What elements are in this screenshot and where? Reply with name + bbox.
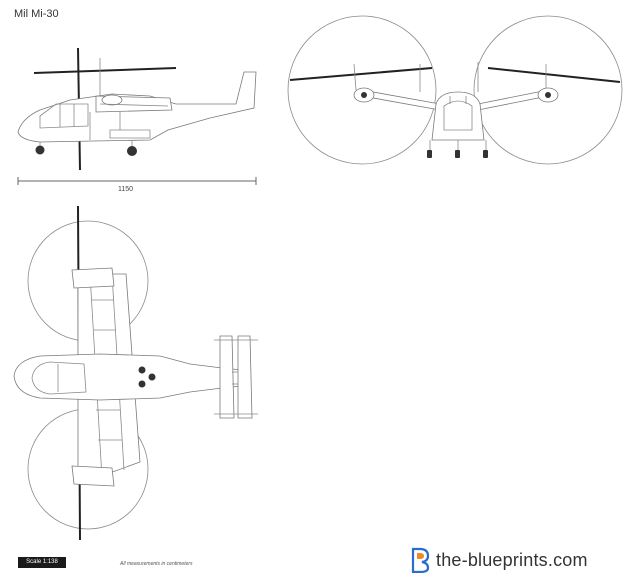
front-fuselage [431, 91, 485, 141]
page-title: Mil Mi-30 [14, 8, 59, 20]
side-main-wheel [127, 146, 137, 156]
dimension-label: 1150 [118, 186, 134, 193]
top-tail-fin-right [237, 335, 253, 419]
top-view [13, 205, 258, 541]
top-tail-fin-left [219, 335, 235, 419]
side-nose-wheel [35, 145, 45, 155]
dimension-line [17, 177, 257, 185]
side-view [17, 47, 257, 171]
measurement-note: All measurements in centimeters [120, 561, 193, 567]
scale-badge: Scale 1:138 [18, 557, 66, 568]
front-rotor-blade-left [289, 67, 433, 81]
front-rotor-disc-right [473, 15, 623, 165]
side-rotor-blade-horizontal [33, 67, 177, 74]
front-view [287, 15, 623, 165]
front-rotor-blade-right [487, 67, 621, 83]
top-fuselage [13, 353, 247, 401]
front-rotor-disc-left [287, 15, 437, 165]
brand-link[interactable]: the-blueprints.com [410, 546, 588, 574]
brand-name: the-blueprints.com [436, 549, 588, 570]
blueprints-logo-icon [411, 547, 430, 573]
